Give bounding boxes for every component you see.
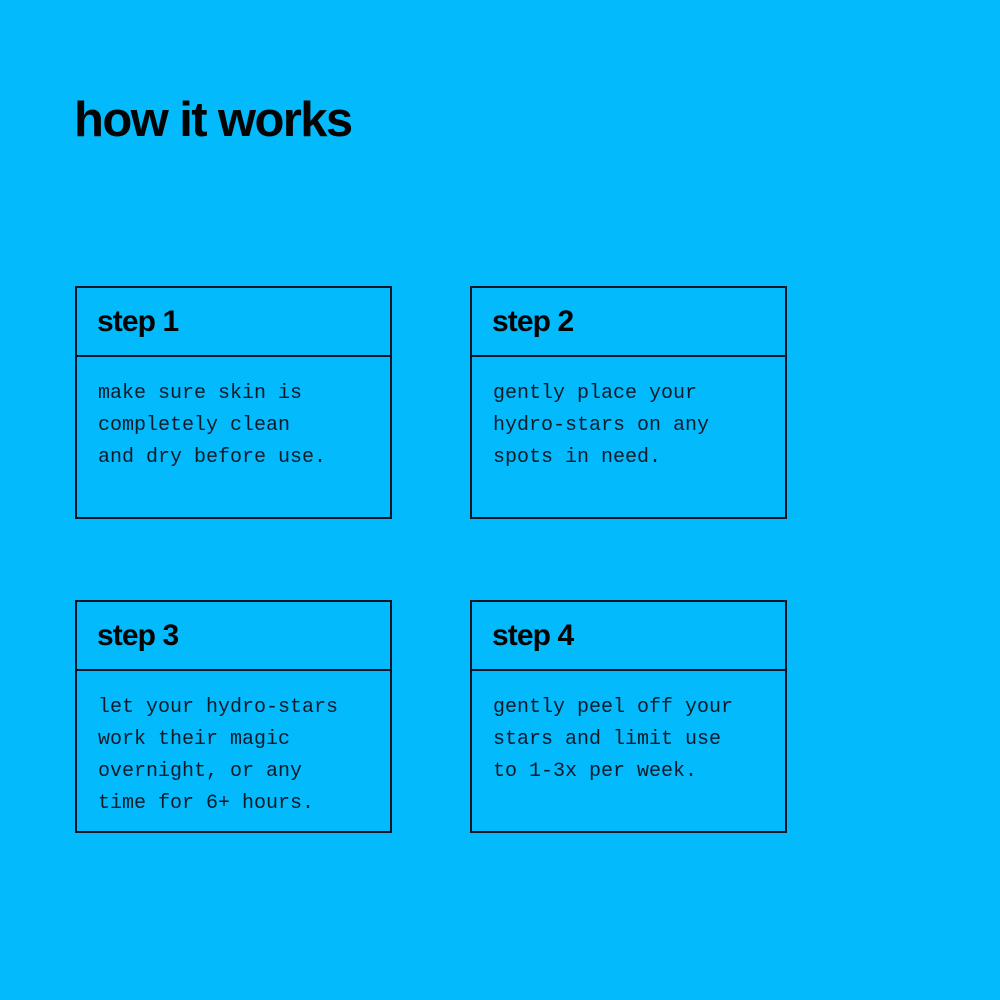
step-card-3-line-1: let your hydro-stars xyxy=(98,696,339,719)
page-title: how it works xyxy=(74,93,353,147)
step-card-2-line-2: hydro-stars on any xyxy=(493,414,710,437)
step-card-3: step 3 let your hydro-stars work their m… xyxy=(75,600,392,833)
step-card-2-line-1: gently place your xyxy=(493,382,698,405)
step-card-4-title: step 4 xyxy=(492,618,574,652)
step-card-3-header: step 3 xyxy=(77,602,390,671)
step-card-1-line-2: completely clean xyxy=(98,414,291,437)
step-card-4-body: gently peel off your stars and limit use… xyxy=(472,671,785,831)
step-card-2-header: step 2 xyxy=(472,288,785,357)
step-card-3-title: step 3 xyxy=(97,618,179,652)
step-card-4-line-1: gently peel off your xyxy=(493,696,734,719)
step-card-3-body: let your hydro-stars work their magic ov… xyxy=(77,671,390,831)
step-card-2-title: step 2 xyxy=(492,304,574,338)
step-card-2-line-3: spots in need. xyxy=(493,446,662,469)
step-card-4-line-3: to 1-3x per week. xyxy=(493,760,698,783)
step-card-2: step 2 gently place your hydro-stars on … xyxy=(470,286,787,519)
step-card-4: step 4 gently peel off your stars and li… xyxy=(470,600,787,833)
step-card-3-line-4: time for 6+ hours. xyxy=(98,792,315,815)
step-card-1-title: step 1 xyxy=(97,304,179,338)
step-card-3-line-2: work their magic xyxy=(98,728,291,751)
step-card-1: step 1 make sure skin is completely clea… xyxy=(75,286,392,519)
step-card-4-line-2: stars and limit use xyxy=(493,728,722,751)
step-card-1-body: make sure skin is completely clean and d… xyxy=(77,357,390,517)
step-card-2-body: gently place your hydro-stars on any spo… xyxy=(472,357,785,517)
step-card-1-header: step 1 xyxy=(77,288,390,357)
step-card-1-line-1: make sure skin is xyxy=(98,382,303,405)
step-card-4-header: step 4 xyxy=(472,602,785,671)
step-card-3-line-3: overnight, or any xyxy=(98,760,303,783)
step-card-1-line-3: and dry before use. xyxy=(98,446,327,469)
steps-grid: step 1 make sure skin is completely clea… xyxy=(75,286,787,833)
